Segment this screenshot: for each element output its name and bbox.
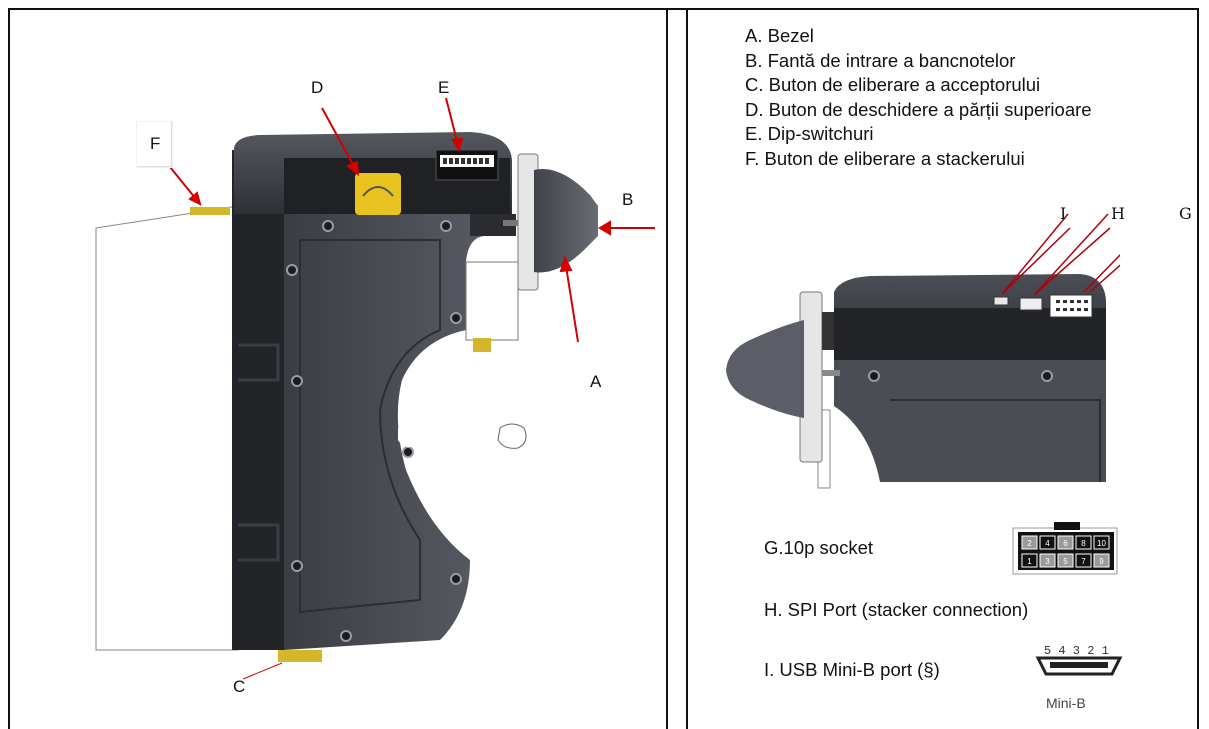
legend-item-f: F. Buton de eliberare a stackerului bbox=[745, 147, 1025, 169]
socket-pin-label: 4 bbox=[1045, 539, 1050, 548]
column-divider-left bbox=[666, 8, 668, 729]
socket-pin-cell bbox=[1075, 535, 1092, 550]
socket-pin-cell bbox=[1039, 535, 1056, 550]
callout-c: C bbox=[233, 677, 246, 696]
socket-pin-cell bbox=[1057, 553, 1074, 568]
socket-pin-label: 7 bbox=[1081, 557, 1086, 566]
socket-pin-cell bbox=[1093, 535, 1110, 550]
socket-pin-cell bbox=[1039, 553, 1056, 568]
legend-item-d: D. Buton de deschidere a părții superioa… bbox=[745, 98, 1092, 120]
legend-item-c: C. Buton de eliberare a acceptorului bbox=[745, 74, 1041, 96]
legend-item-e: E. Dip-switchuri bbox=[745, 123, 874, 145]
socket-pin-cell bbox=[1093, 553, 1110, 568]
usb-pin-numbers: 5 4 3 2 1 bbox=[1044, 644, 1109, 658]
socket-pin-label: 5 bbox=[1063, 557, 1068, 566]
socket-pin-label: 3 bbox=[1045, 557, 1050, 566]
socket-pin-cell bbox=[1075, 553, 1092, 568]
callout-h: H bbox=[1111, 204, 1125, 223]
socket-pin-label: 8 bbox=[1081, 539, 1086, 548]
callout-e: E bbox=[438, 78, 450, 97]
figure-frame bbox=[8, 8, 1199, 729]
callout-i: I bbox=[1060, 204, 1067, 223]
callout-g: G bbox=[1179, 204, 1192, 223]
h-spi-label: H. SPI Port (stacker connection) bbox=[764, 599, 1029, 620]
i-usb-label: I. USB Mini-B port (§) bbox=[764, 659, 940, 680]
socket-pin-cell bbox=[1021, 553, 1038, 568]
acceptor-top-view bbox=[726, 213, 1120, 489]
column-divider-right bbox=[686, 8, 688, 729]
acceptor-side-view bbox=[95, 97, 655, 680]
socket-pin-label: 1 bbox=[1027, 557, 1032, 566]
legend-item-a: A. Bezel bbox=[745, 25, 814, 46]
callout-f: F bbox=[150, 134, 161, 153]
callout-a: A bbox=[590, 372, 602, 391]
callout-d: D bbox=[311, 78, 324, 97]
socket-pin-cell bbox=[1021, 535, 1038, 550]
socket-pin-label: 2 bbox=[1027, 539, 1032, 548]
usb-caption: Mini-B bbox=[1046, 695, 1086, 711]
socket-10p-diagram: 2 4 6 8 10 1 3 5 7 9 bbox=[1012, 522, 1118, 575]
socket-pin-label: 10 bbox=[1097, 539, 1106, 548]
callout-f-box bbox=[137, 122, 172, 167]
socket-pin-label: 9 bbox=[1099, 557, 1104, 566]
g-socket-label: G.10p socket bbox=[764, 537, 874, 558]
legend-list: A. Bezel B. Fantă de intrare a bancnotel… bbox=[745, 24, 1092, 172]
socket-pin-label: 6 bbox=[1063, 539, 1068, 548]
socket-pin-cell bbox=[1057, 535, 1074, 550]
legend-item-b: B. Fantă de intrare a bancnotelor bbox=[745, 49, 1016, 71]
usb-mini-b-diagram: 5 4 3 2 1 Mini-B bbox=[1035, 644, 1123, 711]
callout-b: B bbox=[622, 190, 634, 209]
